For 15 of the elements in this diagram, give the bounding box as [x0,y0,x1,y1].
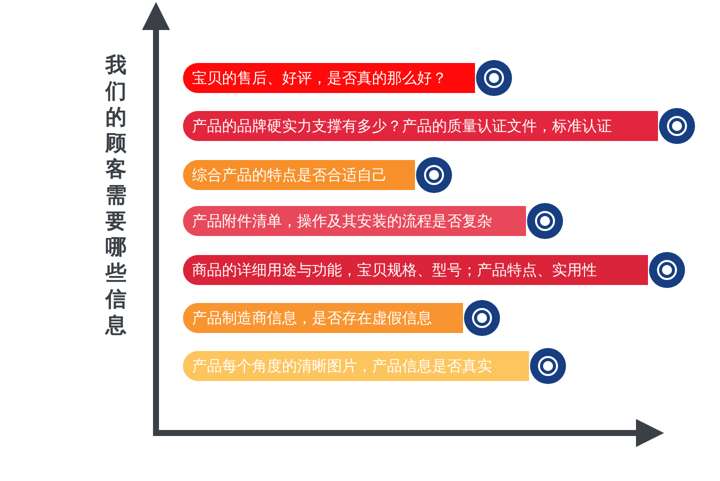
info-bar [183,206,526,236]
info-bar [183,160,415,190]
bar-text: 产品每个角度的清晰图片，产品信息是否真实 [192,357,492,375]
bar-text: 宝贝的售后、好评，是否真的那么好？ [192,69,447,87]
info-bar [183,111,658,141]
bar-text: 产品附件清单，操作及其安装的流程是否复杂 [192,212,492,230]
info-bar [183,351,529,381]
info-bar [183,255,648,285]
info-bar [183,63,475,93]
bar-text: 商品的详细用途与功能，宝贝规格、型号；产品特点、实用性 [192,261,597,279]
info-bar [183,303,463,333]
bar-text: 产品制造商信息，是否存在虚假信息 [192,309,432,327]
bar-text: 综合产品的特点是否合适自己 [192,166,387,184]
chart-title: 我们的顾客需要哪些信息 [104,52,128,338]
bar-text: 产品的品牌硬实力支撑有多少？产品的质量认证文件，标准认证 [192,117,612,135]
